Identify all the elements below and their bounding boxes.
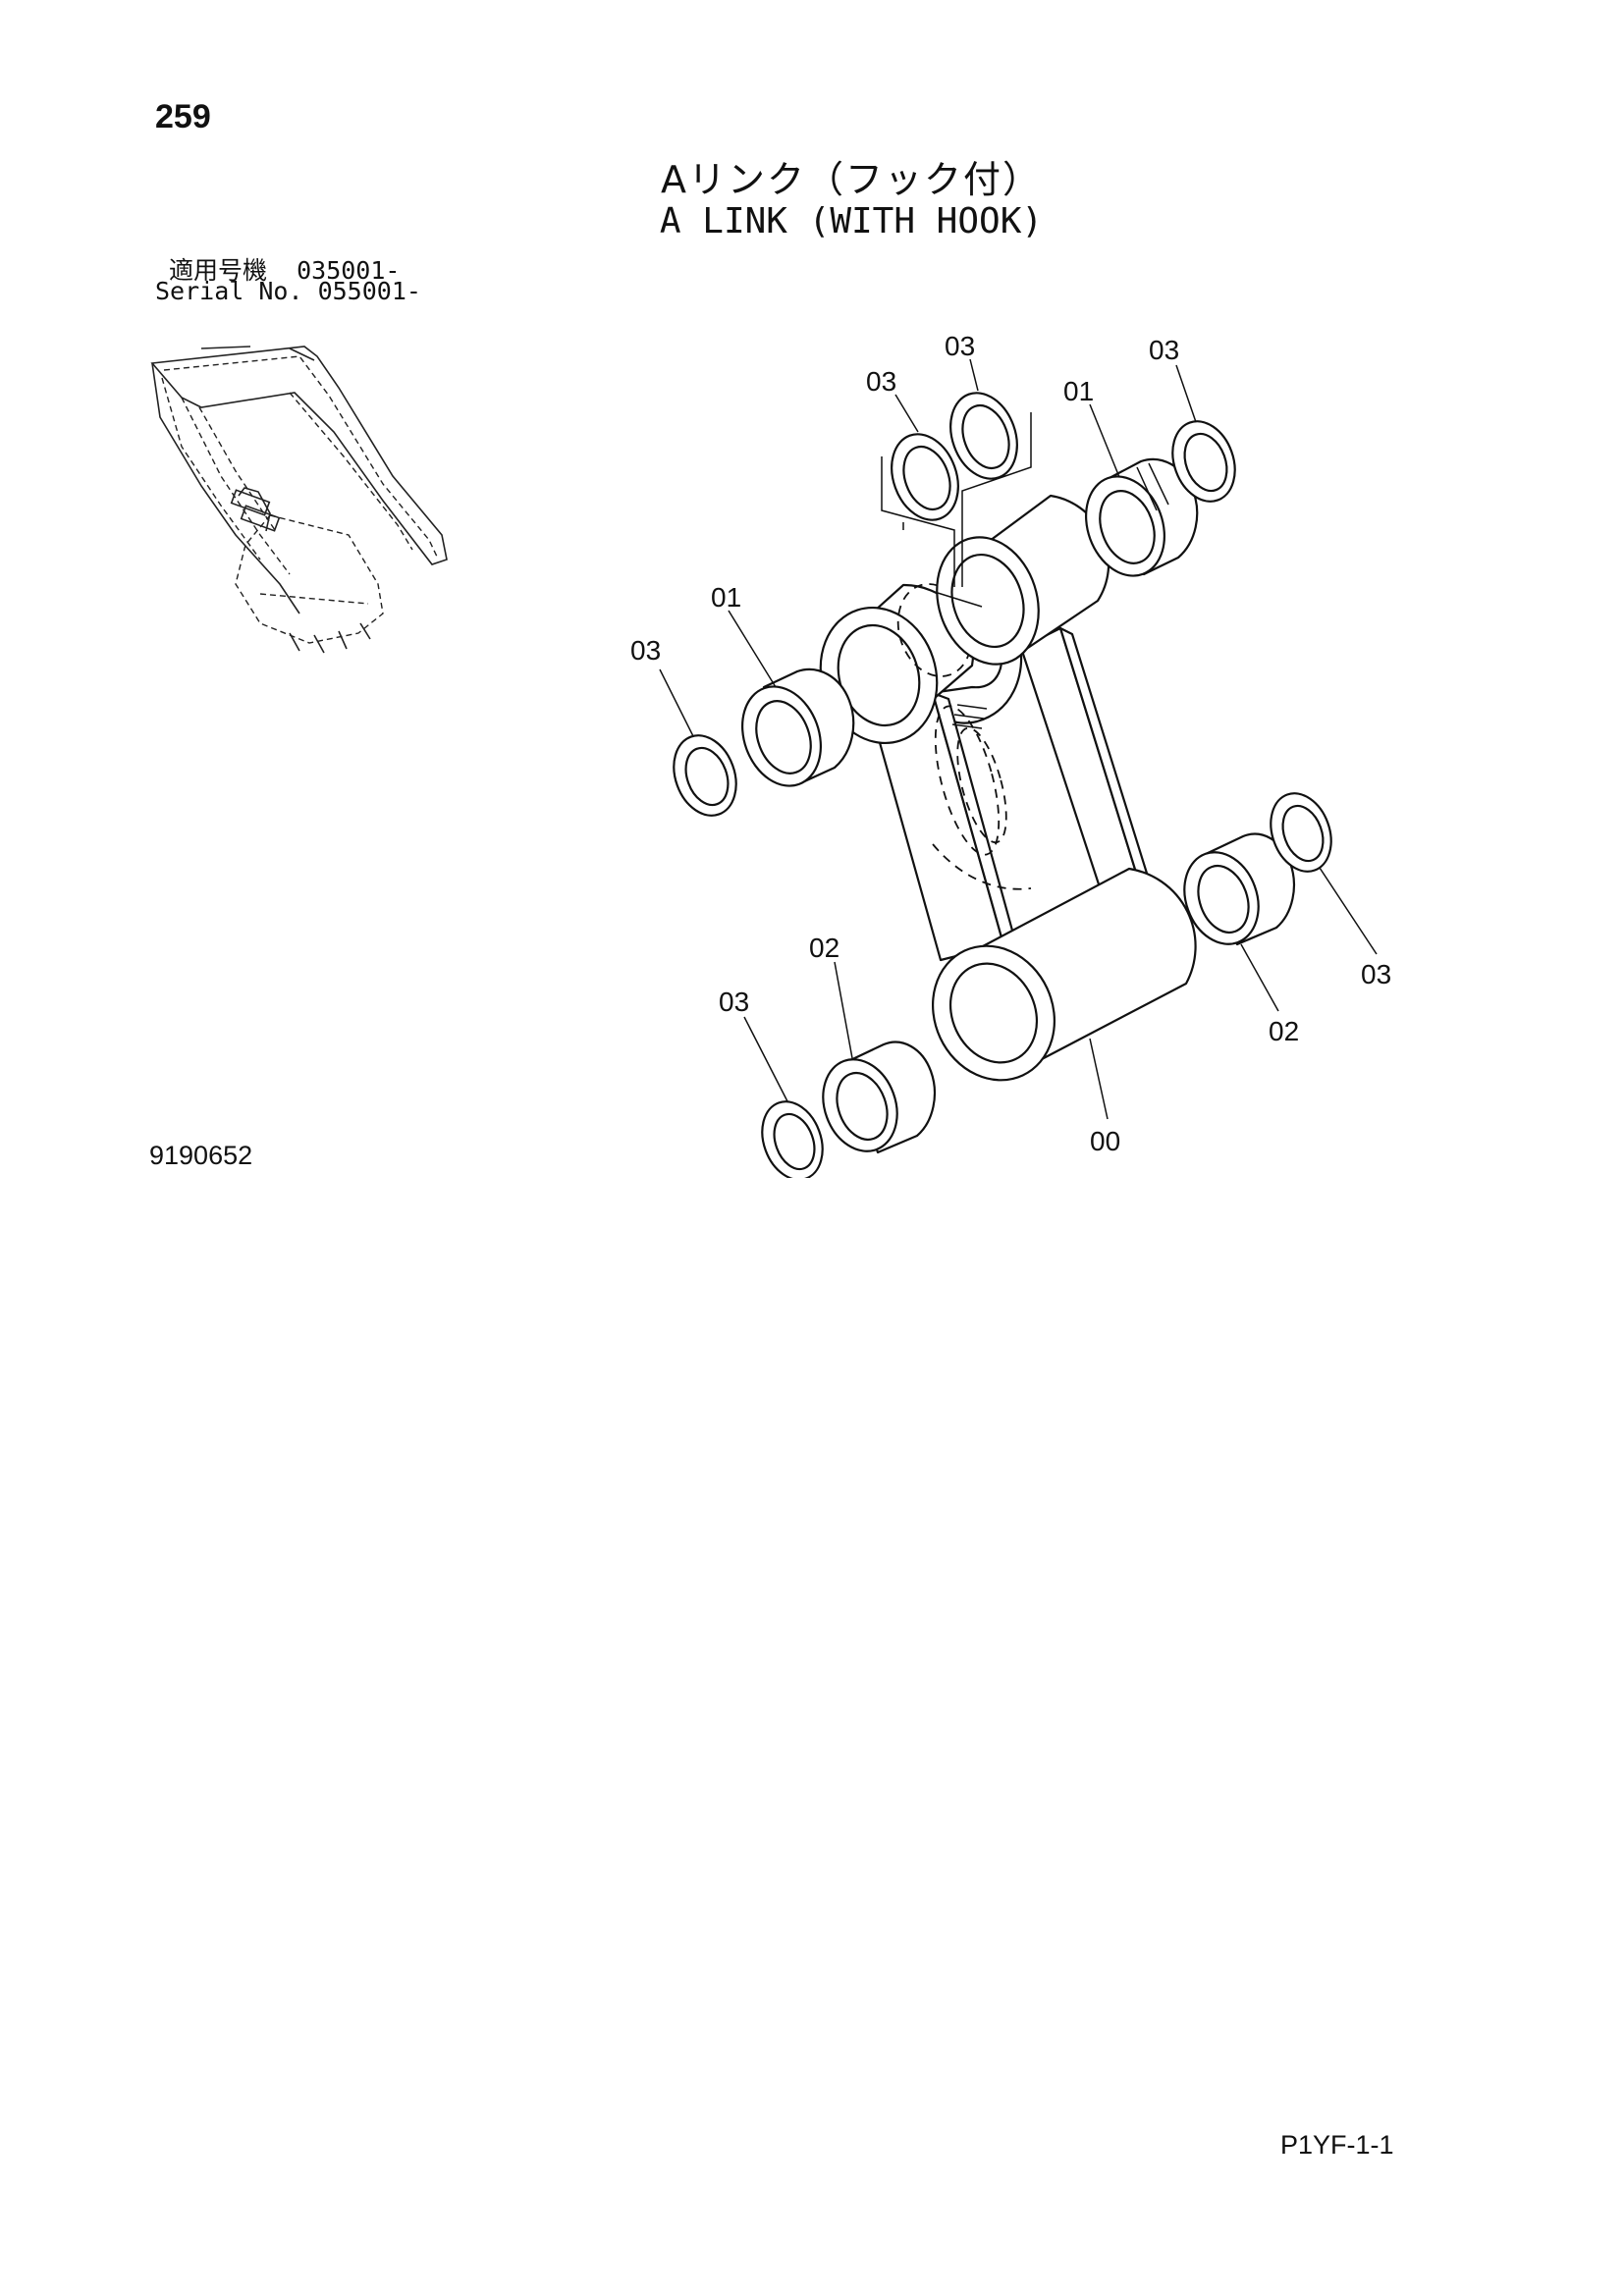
seal-03-upper-left	[891, 433, 959, 521]
seal-03-lower-right	[1270, 792, 1332, 873]
callout-03-c: 03	[1149, 335, 1179, 365]
link-arm-right	[1019, 626, 1151, 895]
seal-03-upper-far-right	[1171, 420, 1236, 503]
callout-00: 00	[1090, 1126, 1120, 1156]
title-english: A LINK (WITH HOOK)	[659, 201, 1044, 241]
center-axis	[937, 592, 983, 608]
page-code: P1YF-1-1	[1280, 2130, 1394, 2160]
callout-03-f: 03	[1361, 959, 1391, 989]
bushing-01-left	[741, 667, 855, 787]
callout-03-d: 03	[630, 635, 661, 666]
title-japanese: Aリンク（フック付）	[661, 158, 1042, 201]
applicable-serial-english: Serial No. 055001-	[155, 277, 421, 305]
applicable-serial-japanese: 適用号機 035001-	[169, 256, 401, 285]
boom-outline	[150, 346, 448, 575]
callout-03-b: 03	[945, 331, 975, 361]
callout-03-a: 03	[866, 366, 896, 397]
callout-03-e: 03	[719, 987, 749, 1017]
callout-01-left: 01	[711, 582, 741, 613]
hidden-hook-lines	[932, 704, 1032, 890]
leader-lines	[659, 358, 1378, 1120]
seal-03-left	[673, 734, 737, 817]
bushing-02-right	[1183, 832, 1295, 946]
boss-lower-part-00	[931, 867, 1197, 1082]
machine-location-thumbnail	[150, 346, 448, 654]
exploded-parts-diagram: 03 03 03 01 01 03 02 03 03 02 00	[630, 331, 1391, 1178]
seal-03-lower-left	[761, 1100, 824, 1178]
bushing-01-upper-right	[1085, 457, 1199, 577]
upper-seal-bracket	[881, 412, 1032, 587]
seal-03-upper-right	[949, 392, 1018, 480]
callout-02-right: 02	[1269, 1016, 1299, 1046]
figure-id: 9190652	[149, 1141, 253, 1170]
boss-upper-right	[936, 494, 1110, 666]
bucket-outline	[235, 514, 384, 654]
bushing-02-left	[822, 1041, 936, 1154]
arm-outline	[151, 362, 300, 614]
callout-01-upper: 01	[1063, 376, 1094, 406]
callout-02-upper-left: 02	[809, 933, 839, 963]
link-highlight	[230, 487, 281, 532]
page-number: 259	[155, 98, 211, 135]
